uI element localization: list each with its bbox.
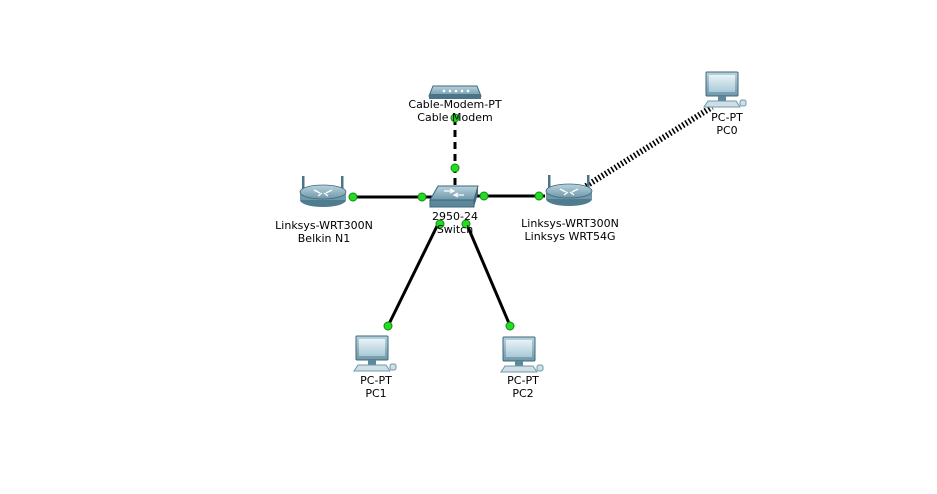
device-model: PC-PT bbox=[711, 111, 743, 124]
link-switch-pc1[interactable] bbox=[385, 219, 442, 329]
wireless-router-icon[interactable] bbox=[545, 175, 593, 206]
device-name: PC1 bbox=[365, 387, 387, 400]
device-name: Switch bbox=[436, 223, 474, 236]
cable-modem-label: Cable-Modem-PT Cable Modem bbox=[395, 98, 515, 124]
link-switch-pc2[interactable] bbox=[463, 219, 513, 329]
switch-label: 2950-24 Switch bbox=[405, 210, 505, 236]
switch-icon[interactable] bbox=[429, 185, 479, 208]
device-model: Linksys-WRT300N bbox=[521, 217, 619, 230]
device-name: Linksys WRT54G bbox=[524, 230, 616, 243]
port-light bbox=[450, 163, 460, 173]
device-name: Belkin N1 bbox=[297, 232, 351, 245]
port-light bbox=[461, 219, 471, 229]
port-light bbox=[534, 191, 544, 201]
port-indicators bbox=[348, 113, 544, 331]
port-light bbox=[383, 321, 393, 331]
device-model: Linksys-WRT300N bbox=[275, 219, 373, 232]
router-right-label: Linksys-WRT300N Linksys WRT54G bbox=[510, 217, 630, 243]
pc-icon[interactable] bbox=[703, 71, 747, 108]
pc0-label: PC-PT PC0 bbox=[697, 111, 757, 137]
device-name: Cable Modem bbox=[417, 111, 493, 124]
cable-modem-icon[interactable] bbox=[428, 85, 482, 99]
device-name: PC0 bbox=[716, 124, 738, 137]
wireless-router-icon[interactable] bbox=[299, 176, 347, 207]
device-model: PC-PT bbox=[360, 374, 392, 387]
port-light bbox=[348, 192, 358, 202]
device-model: 2950-24 bbox=[432, 210, 478, 223]
device-model: PC-PT bbox=[507, 374, 539, 387]
link-wireless-router-pc0[interactable] bbox=[584, 104, 714, 189]
port-light bbox=[435, 219, 445, 229]
device-name: PC2 bbox=[512, 387, 534, 400]
port-light bbox=[505, 321, 515, 331]
pc-icon[interactable] bbox=[500, 336, 544, 373]
port-light bbox=[479, 191, 489, 201]
port-light bbox=[417, 192, 427, 202]
router-left-label: Linksys-WRT300N Belkin N1 bbox=[264, 219, 384, 245]
device-model: Cable-Modem-PT bbox=[408, 98, 502, 111]
pc1-label: PC-PT PC1 bbox=[346, 374, 406, 400]
pc2-label: PC-PT PC2 bbox=[493, 374, 553, 400]
pc-icon[interactable] bbox=[353, 335, 397, 372]
port-light bbox=[450, 113, 460, 123]
